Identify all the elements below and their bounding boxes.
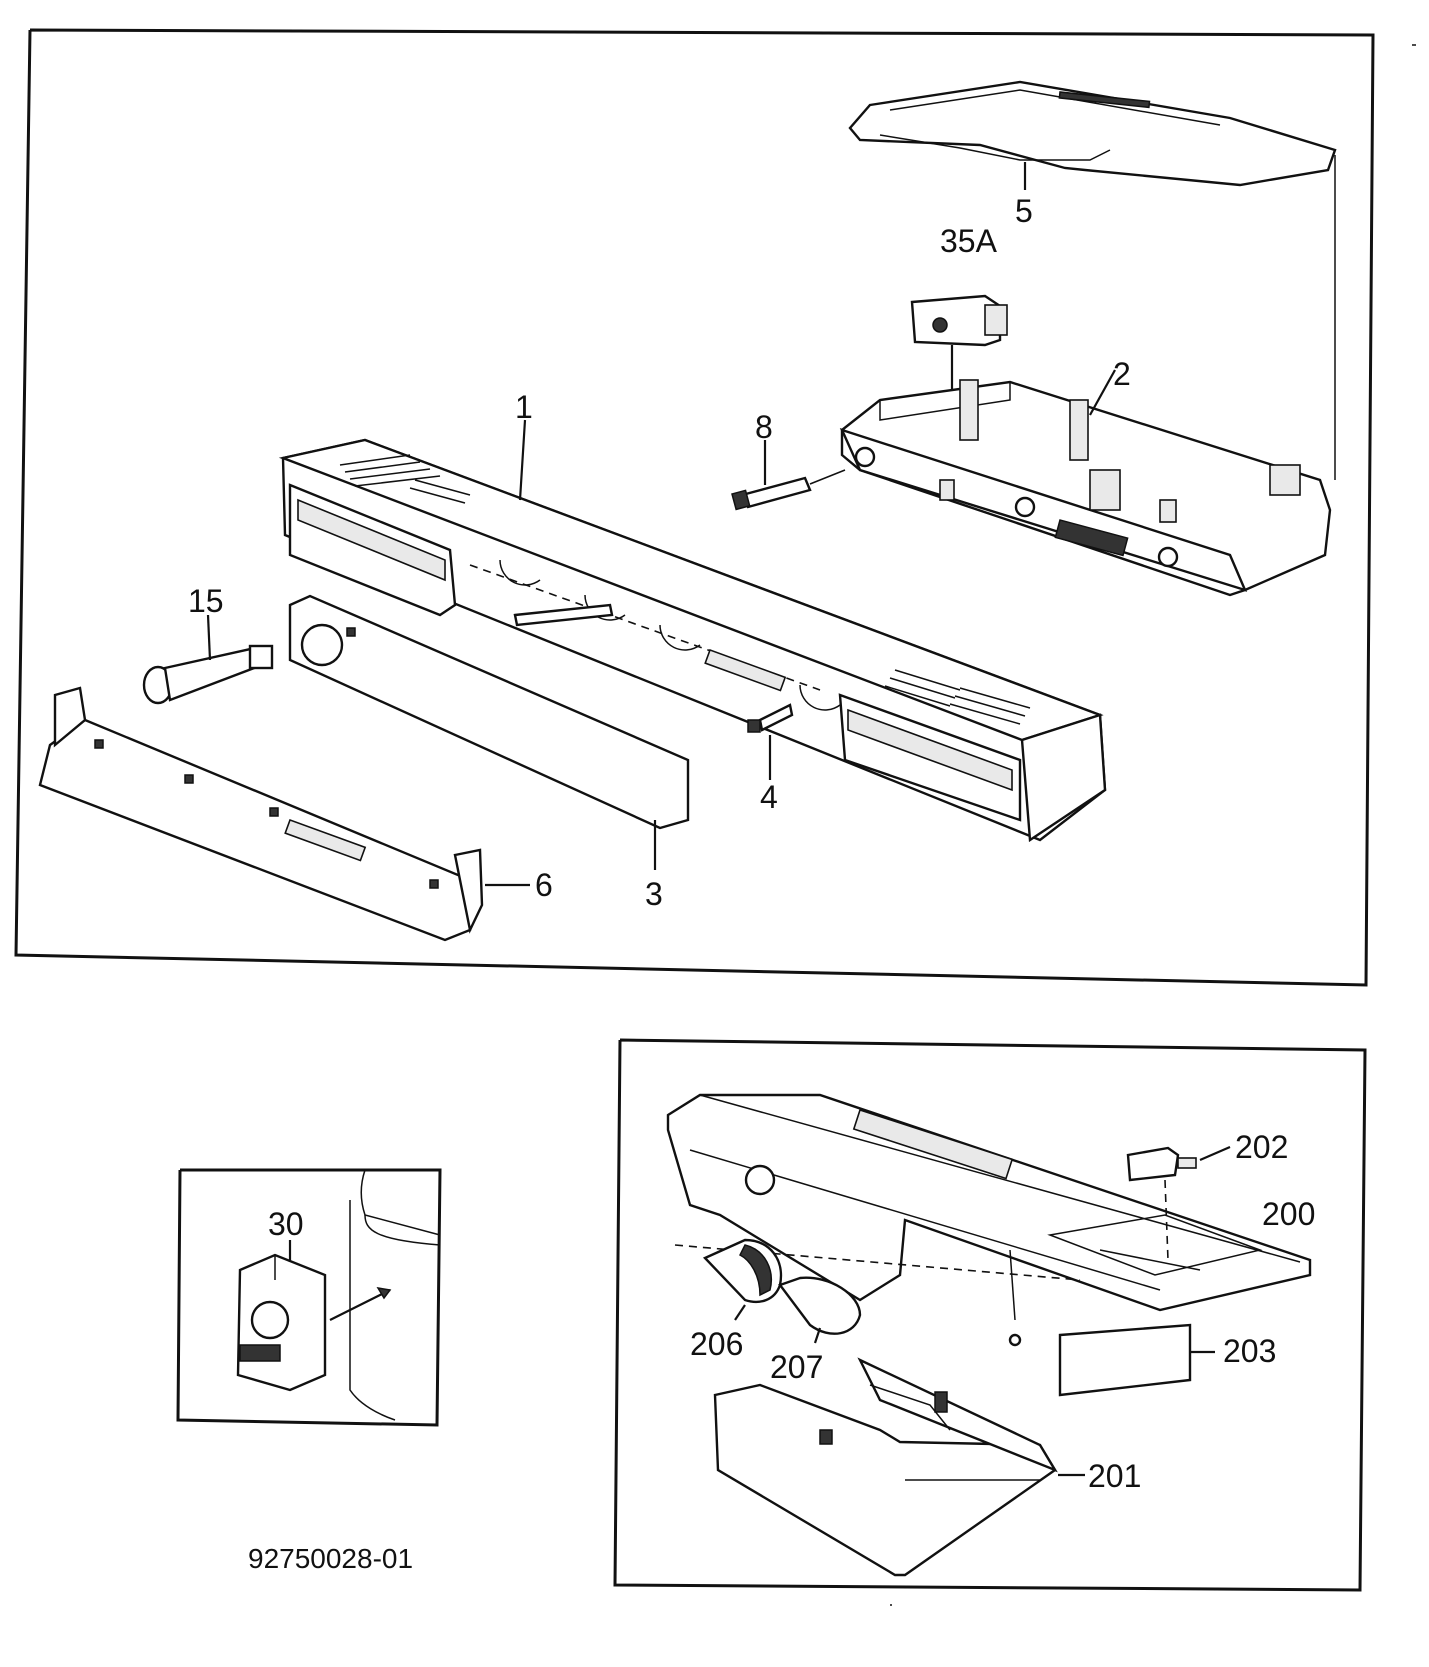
- label-part-8: 8: [755, 409, 773, 445]
- label-part-206: 206: [690, 1326, 743, 1362]
- label-part-2: 2: [1113, 356, 1131, 392]
- inset-part-30-frame: [176, 1168, 442, 1427]
- part-1-control-panel: [278, 419, 1107, 843]
- label-part-201: 201: [1088, 1458, 1141, 1494]
- part-5-top-cover: [848, 80, 1337, 480]
- label-part-207: 207: [770, 1349, 823, 1385]
- label-part-3: 3: [645, 876, 663, 912]
- part-4-screw: [747, 703, 794, 780]
- label-part-30: 30: [268, 1206, 304, 1242]
- label-part-203: 203: [1223, 1333, 1276, 1369]
- label-part-35a: 35A: [940, 223, 998, 259]
- label-part-6: 6: [535, 867, 553, 903]
- part-15-knob-shaft: [142, 614, 274, 705]
- part-6-bottom-rail: [38, 686, 530, 942]
- label-part-200: 200: [1262, 1196, 1315, 1232]
- inset-200-series-frame: [613, 1038, 1367, 1592]
- drawing-number: 92750028-01: [248, 1543, 413, 1574]
- main-assembly-frame: [14, 28, 1375, 987]
- label-part-202: 202: [1235, 1129, 1288, 1165]
- part-3-trim-strip: [288, 594, 690, 870]
- part-8-screw: [731, 440, 846, 511]
- label-part-5: 5: [1015, 193, 1033, 229]
- part-35a-switch: [910, 294, 1008, 430]
- label-part-4: 4: [760, 779, 778, 815]
- label-part-15: 15: [188, 583, 224, 619]
- label-part-1: 1: [515, 389, 533, 425]
- part-2-housing: [839, 369, 1332, 597]
